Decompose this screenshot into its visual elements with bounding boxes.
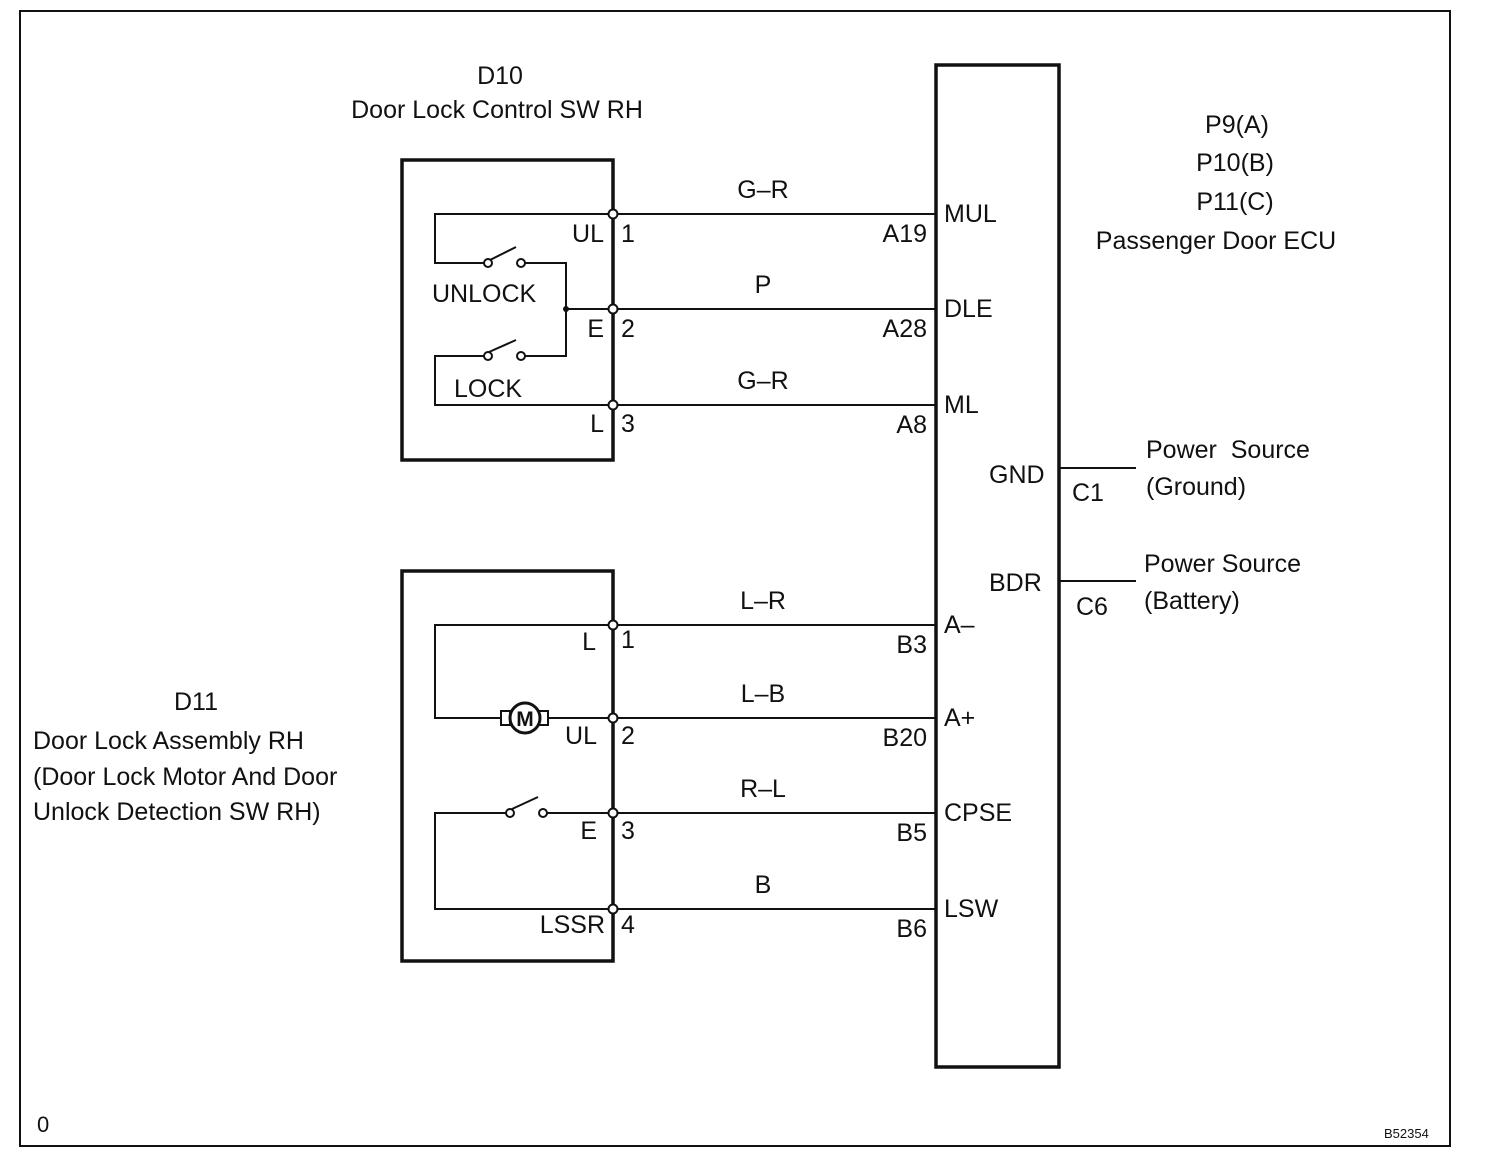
d10-unlock-label: UNLOCK: [432, 280, 537, 308]
d11-pin-name-3: E: [580, 817, 597, 845]
bdr-label-2: (Battery): [1144, 587, 1240, 615]
wire-color-2: P: [755, 271, 772, 299]
ecu-box: [934, 63, 1061, 1069]
splice-node-1: [607, 208, 619, 220]
ecu-connector-1: P9(A): [1205, 111, 1269, 139]
d11-code: D11: [174, 688, 218, 716]
d11-pin-name-1: L: [582, 628, 596, 656]
wire-color-3: G–R: [737, 367, 788, 395]
ecu-connector-2: P10(B): [1196, 149, 1274, 177]
ecu-terminal-3: ML: [944, 391, 979, 419]
splice-node-7: [607, 903, 619, 915]
d10-pin-name-3: L: [590, 410, 604, 438]
ecu-pin-1: A19: [883, 220, 927, 248]
d11-pin-name-4: LSSR: [540, 911, 605, 939]
wire-color-6: R–L: [740, 775, 786, 803]
d10-internal-circuit: [434, 213, 613, 406]
d11-name-line1: Door Lock Assembly RH: [33, 727, 304, 755]
ecu-pin-4: B3: [896, 631, 927, 659]
d10-lock-label: LOCK: [454, 375, 522, 403]
ecu-terminal-6: CPSE: [944, 799, 1012, 827]
gnd-label-2: (Ground): [1146, 473, 1246, 501]
footer-left-mark: 0: [37, 1112, 49, 1137]
ecu-bdr-terminal: BDR: [989, 569, 1042, 597]
d11-pin-num-2: 2: [621, 722, 635, 750]
splice-node-6: [607, 807, 619, 819]
d11-box: [400, 569, 615, 963]
ecu-terminal-5: A+: [944, 704, 975, 732]
d10-pin-num-1: 1: [621, 220, 635, 248]
wire-color-1: G–R: [737, 176, 788, 204]
ecu-bdr-pin: C6: [1076, 593, 1108, 621]
d11-name-line3: Unlock Detection SW RH): [33, 798, 321, 826]
door-lock-motor-icon: M: [500, 701, 549, 735]
ecu-gnd-pin: C1: [1072, 479, 1104, 507]
ecu-terminal-4: A–: [944, 611, 975, 639]
wire-color-5: L–B: [741, 680, 785, 708]
wire-color-4: L–R: [740, 587, 786, 615]
splice-node-4: [607, 619, 619, 631]
bdr-label-1: Power Source: [1144, 550, 1301, 578]
d11-pin-num-1: 1: [621, 626, 635, 654]
wire-color-7: B: [755, 871, 772, 899]
ecu-terminal-7: LSW: [944, 895, 999, 923]
ecu-terminal-2: DLE: [944, 295, 993, 323]
d11-internal-circuit: [434, 624, 613, 910]
d11-pin-num-3: 3: [621, 817, 635, 845]
d10-pin-num-3: 3: [621, 410, 635, 438]
ecu-name: Passenger Door ECU: [1096, 227, 1336, 255]
d11-name-line2: (Door Lock Motor And Door: [33, 763, 337, 791]
ecu-terminal-1: MUL: [944, 200, 997, 228]
d11-pin-name-2: UL: [565, 722, 597, 750]
ecu-connector-3: P11(C): [1196, 188, 1273, 216]
ecu-pin-6: B5: [896, 819, 927, 847]
harness-wires: G–RA19MULPA28DLEG–RA8MLL–RB3A–L–BB20A+R–…: [607, 176, 1012, 943]
outer-frame: [19, 10, 1451, 1147]
d10-pin-name-1: UL: [572, 220, 604, 248]
splice-node-2: [607, 303, 619, 315]
d10-code: D10: [477, 62, 523, 90]
d10-pin-num-2: 2: [621, 315, 635, 343]
d10-name: Door Lock Control SW RH: [351, 96, 643, 124]
ecu-pin-7: B6: [896, 915, 927, 943]
motor-label: M: [516, 708, 534, 731]
figure-code: B52354: [1384, 1126, 1429, 1141]
splice-node-5: [607, 712, 619, 724]
gnd-label-1: Power Source: [1146, 436, 1310, 464]
ecu-gnd-terminal: GND: [989, 461, 1045, 489]
ecu-pin-5: B20: [883, 724, 927, 752]
d10-pin-name-2: E: [587, 315, 604, 343]
splice-node-3: [607, 399, 619, 411]
ecu-pin-2: A28: [883, 315, 927, 343]
d11-pin-num-4: 4: [621, 911, 635, 939]
ecu-pin-3: A8: [896, 411, 927, 439]
